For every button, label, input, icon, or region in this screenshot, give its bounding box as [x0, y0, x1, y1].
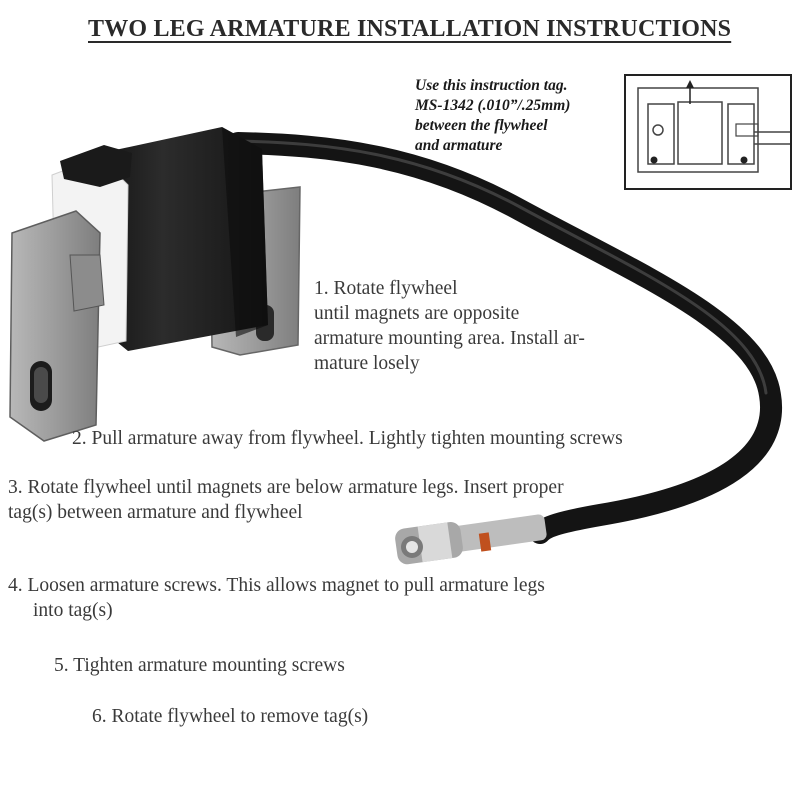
- step-6-line: 6. Rotate flywheel to remove tag(s): [92, 706, 369, 727]
- tag-note-line: and armature: [415, 137, 503, 154]
- step-5: 5. Tighten armature mounting screws: [54, 653, 345, 678]
- step-1-line: until magnets are opposite: [314, 303, 520, 324]
- step-4: 4. Loosen armature screws. This allows m…: [8, 573, 545, 623]
- armature-coil-photo: [9, 127, 783, 565]
- step-1-line: armature mounting area. Install ar-: [314, 328, 585, 349]
- tag-note-line: Use this instruction tag.: [415, 77, 568, 94]
- step-1-line: mature losely: [314, 353, 420, 374]
- tag-note-line: MS-1342 (.010”/.25mm): [415, 97, 571, 114]
- step-3: 3. Rotate flywheel until magnets are bel…: [8, 475, 564, 525]
- step-3-line: 3. Rotate flywheel until magnets are bel…: [8, 477, 564, 498]
- step-1-line: 1. Rotate flywheel: [314, 278, 458, 299]
- step-4-line: 4. Loosen armature screws. This allows m…: [8, 575, 545, 596]
- step-3-line: tag(s) between armature and flywheel: [8, 502, 303, 523]
- instruction-tag-diagram: [624, 74, 792, 190]
- step-5-line: 5. Tighten armature mounting screws: [54, 655, 345, 676]
- step-4-line: into tag(s): [33, 600, 113, 621]
- page-title: TWO LEG ARMATURE INSTALLATION INSTRUCTIO…: [88, 16, 732, 42]
- step-1: 1. Rotate flywheel until magnets are opp…: [314, 276, 585, 376]
- step-6: 6. Rotate flywheel to remove tag(s): [92, 704, 368, 729]
- instruction-tag-note: Use this instruction tag. MS-1342 (.010”…: [415, 76, 625, 156]
- step-2: 2. Pull armature away from flywheel. Lig…: [72, 426, 623, 451]
- step-2-line: 2. Pull armature away from flywheel. Lig…: [72, 428, 623, 449]
- tag-note-line: between the flywheel: [415, 117, 548, 134]
